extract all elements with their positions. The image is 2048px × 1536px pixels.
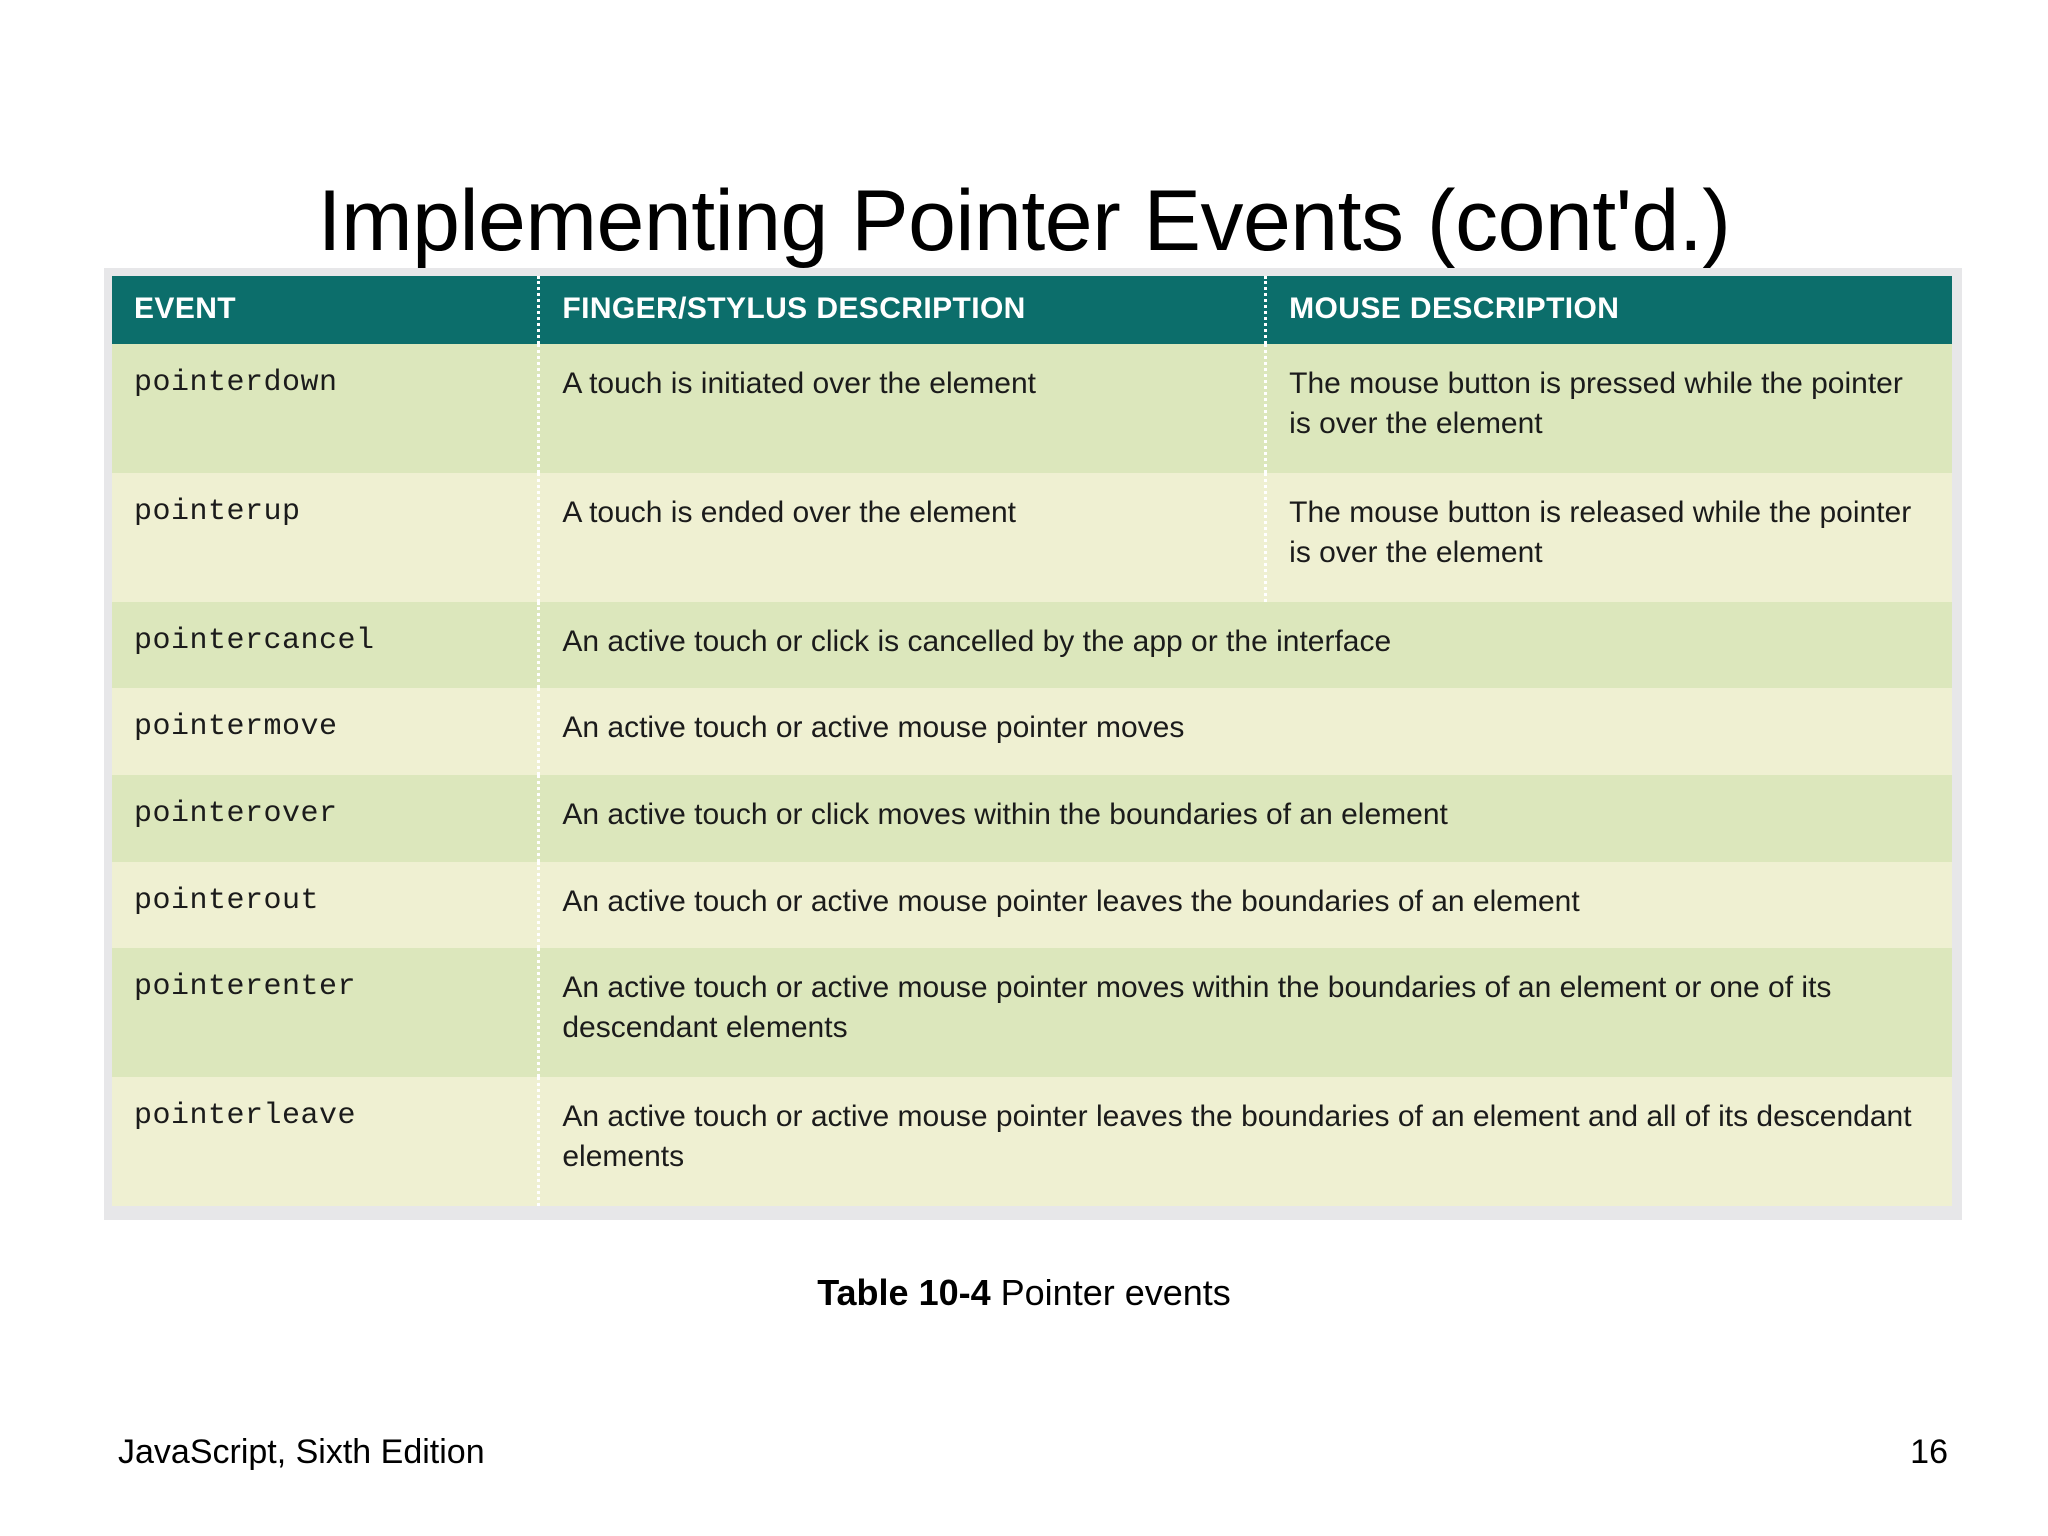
cell-finger-stylus-description: An active touch or active mouse pointer … — [537, 688, 1952, 775]
cell-event-name: pointercancel — [112, 601, 539, 689]
cell-mouse-description: The mouse button is released while the p… — [1264, 472, 1952, 602]
pointer-events-table-frame: EVENT FINGER/STYLUS DESCRIPTION MOUSE DE… — [104, 268, 1962, 1220]
page-title: Implementing Pointer Events (cont'd.) — [317, 172, 1731, 269]
cell-mouse-description: The mouse button is pressed while the po… — [1264, 344, 1952, 473]
table-caption-label: Table 10-4 — [817, 1272, 991, 1313]
cell-finger-stylus-description: An active touch or click moves within th… — [537, 774, 1952, 862]
cell-finger-stylus-description: An active touch or click is cancelled by… — [537, 601, 1952, 689]
cell-event-name: pointerout — [112, 861, 539, 949]
cell-finger-stylus-description: An active touch or active mouse pointer … — [537, 1077, 1952, 1206]
cell-finger-stylus-description: A touch is initiated over the element — [537, 344, 1266, 473]
footer-page-number: 16 — [1910, 1433, 1948, 1471]
table-caption: Table 10-4 Pointer events — [0, 1272, 2048, 1314]
table-header-row: EVENT FINGER/STYLUS DESCRIPTION MOUSE DE… — [112, 276, 1952, 344]
cell-event-name: pointermove — [112, 688, 539, 775]
footer-book-title: JavaScript, Sixth Edition — [118, 1433, 485, 1471]
cell-finger-stylus-description: An active touch or active mouse pointer … — [537, 861, 1952, 949]
cell-event-name: pointerup — [112, 472, 539, 602]
cell-event-name: pointerleave — [112, 1077, 539, 1206]
cell-event-name: pointerdown — [112, 344, 539, 473]
column-header-event: EVENT — [112, 276, 539, 344]
column-header-finger-stylus-description: FINGER/STYLUS DESCRIPTION — [537, 276, 1266, 344]
table-caption-text: Pointer events — [990, 1272, 1231, 1313]
column-header-mouse-description: MOUSE DESCRIPTION — [1264, 276, 1952, 344]
cell-finger-stylus-description: An active touch or active mouse pointer … — [537, 948, 1952, 1078]
table-header: EVENT FINGER/STYLUS DESCRIPTION MOUSE DE… — [112, 276, 1952, 344]
cell-event-name: pointerenter — [112, 948, 539, 1078]
pointer-events-table: EVENT FINGER/STYLUS DESCRIPTION MOUSE DE… — [112, 276, 1952, 1206]
cell-event-name: pointerover — [112, 774, 539, 862]
cell-finger-stylus-description: A touch is ended over the element — [537, 472, 1266, 602]
